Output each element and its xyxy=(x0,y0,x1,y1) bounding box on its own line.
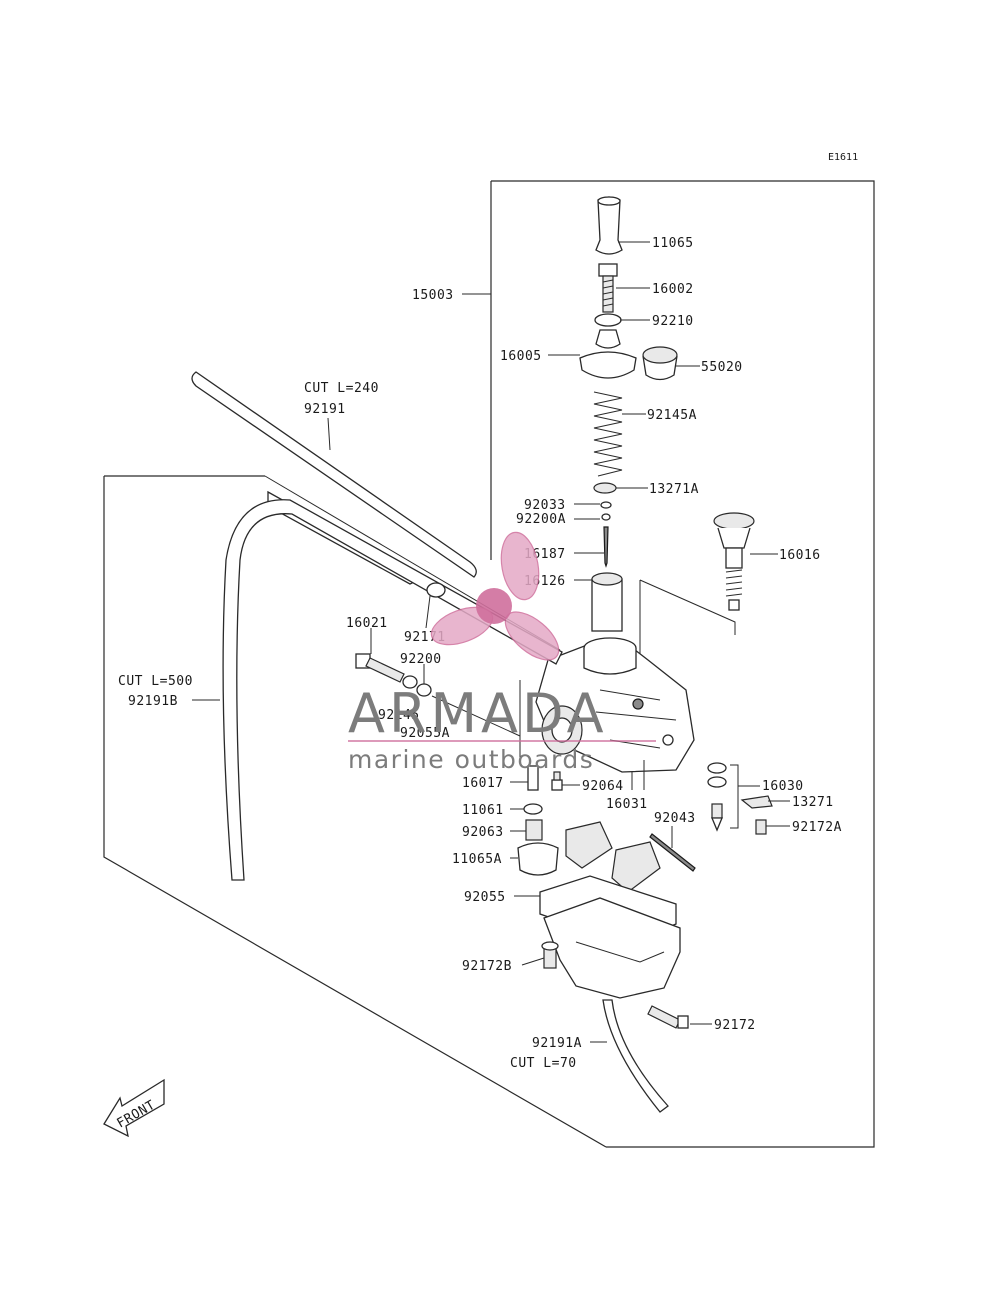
drain-hose-cut-note: CUT L=70 xyxy=(510,1056,577,1071)
callout-92145: 92145 xyxy=(378,708,420,723)
callout-11065: 11065 xyxy=(652,236,694,251)
callout-15003: 15003 xyxy=(412,288,454,303)
pilot-screw-guide xyxy=(431,680,521,760)
watermark-rule xyxy=(348,740,656,742)
callout-92064: 92064 xyxy=(582,779,624,794)
callout-16002: 16002 xyxy=(652,282,694,297)
float-bowl-part xyxy=(543,897,681,999)
callout-13271A: 13271A xyxy=(649,482,699,497)
propeller-logo-icon xyxy=(430,531,560,661)
callout-16016: 16016 xyxy=(779,548,821,563)
callout-92191: 92191 xyxy=(304,402,346,417)
hose-92191A-part xyxy=(602,999,669,1113)
callout-92055: 92055 xyxy=(464,890,506,905)
callout-92191B: 92191B xyxy=(128,694,178,709)
callout-92210: 92210 xyxy=(652,314,694,329)
screw-16002-part xyxy=(598,263,618,313)
callout-92200: 92200 xyxy=(400,652,442,667)
washer-92200A-part xyxy=(601,513,611,521)
hose-92191B-part xyxy=(222,499,563,881)
armada-watermark: ARMADA marine outboards xyxy=(348,531,656,774)
nut-92210-part xyxy=(594,313,622,327)
oring-11061-part xyxy=(523,803,543,815)
callout-92063: 92063 xyxy=(462,825,504,840)
callout-16005: 16005 xyxy=(500,349,542,364)
cover-55020-part xyxy=(642,346,678,381)
drain-screw-16017-part xyxy=(527,765,539,791)
cap-11065-part xyxy=(595,196,623,255)
callout-92200A: 92200A xyxy=(516,512,566,527)
callout-92055A: 92055A xyxy=(400,726,450,741)
callout-92145A: 92145A xyxy=(647,408,697,423)
clamp-92171-part xyxy=(426,582,446,598)
long-hose-cut-note: CUT L=500 xyxy=(118,674,193,689)
callout-16030: 16030 xyxy=(762,779,804,794)
screw-92172-part xyxy=(647,1005,689,1029)
nut-92063-part xyxy=(525,819,543,841)
plate-13271A-part xyxy=(593,482,617,494)
callout-16031: 16031 xyxy=(606,797,648,812)
callout-11061: 11061 xyxy=(462,803,504,818)
needle-16187-part xyxy=(603,526,609,568)
watermark-tagline: marine outboards xyxy=(348,745,594,774)
throttle-valve-16126-part xyxy=(591,572,623,632)
clip-92033-part xyxy=(600,501,612,509)
screw-92172B-part xyxy=(541,941,559,969)
watermark-brand: ARMADA xyxy=(348,682,608,745)
cap-11065A-part xyxy=(517,842,559,876)
choke-16016-part xyxy=(713,512,755,611)
callout-92191A: 92191A xyxy=(532,1036,582,1051)
main-assembly-box xyxy=(491,180,875,1148)
hose-92191-part xyxy=(191,371,477,578)
spring-92145A-part xyxy=(593,391,623,477)
callout-11065A: 11065A xyxy=(452,852,502,867)
top-cap-16005-part xyxy=(579,329,637,379)
leader-lines xyxy=(192,241,790,1043)
figure-code: E1611 xyxy=(828,152,858,163)
callout-16017: 16017 xyxy=(462,776,504,791)
float-valve-16030-part xyxy=(707,762,760,832)
callout-55020: 55020 xyxy=(701,360,743,375)
float-part xyxy=(565,821,661,893)
pin-92043-part xyxy=(649,833,696,872)
screw-92064-part xyxy=(551,771,563,791)
pilot-screw-16021-part xyxy=(355,653,405,683)
hose-group-box xyxy=(103,475,607,1148)
screw-92172A-part xyxy=(755,819,767,835)
callout-92043: 92043 xyxy=(654,811,696,826)
callout-13271: 13271 xyxy=(792,795,834,810)
callout-16021: 16021 xyxy=(346,616,388,631)
callout-92172A: 92172A xyxy=(792,820,842,835)
upper-hose-cut-note: CUT L=240 xyxy=(304,381,379,396)
washer-92200-part xyxy=(402,675,432,697)
front-direction-marker: FRONT xyxy=(103,1078,165,1138)
callout-92172: 92172 xyxy=(714,1018,756,1033)
callout-92033: 92033 xyxy=(524,498,566,513)
arm-13271-part xyxy=(740,795,773,809)
callout-92172B: 92172B xyxy=(462,959,512,974)
